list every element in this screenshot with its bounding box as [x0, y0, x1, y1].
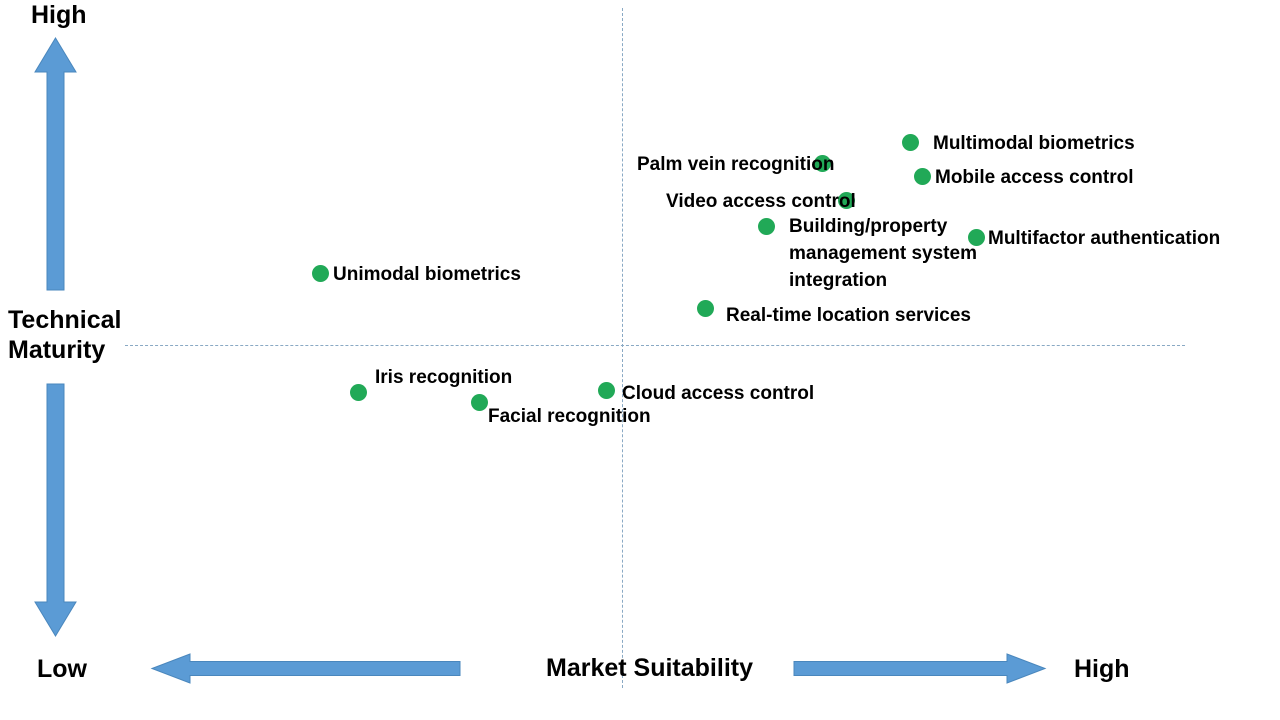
- data-point-label: Multimodal biometrics: [933, 133, 1135, 154]
- data-point-marker[interactable]: [902, 134, 919, 151]
- data-point-label: Multifactor authentication: [988, 228, 1221, 249]
- data-point-label: Unimodal biometrics: [333, 264, 521, 285]
- arrow-left-icon: [150, 652, 462, 685]
- data-point-label: Mobile access control: [935, 167, 1134, 188]
- data-point-label: Cloud access control: [622, 383, 815, 404]
- data-point-marker[interactable]: [758, 218, 775, 235]
- data-point-label: Iris recognition: [375, 367, 513, 388]
- data-point-marker[interactable]: [312, 265, 329, 282]
- data-point-marker[interactable]: [838, 192, 855, 209]
- arrow-right-icon: [792, 652, 1047, 685]
- vertical-quadrant-axis: [622, 8, 623, 688]
- arrow-down-icon: [33, 382, 78, 638]
- data-point-label: Real-time location services: [726, 305, 971, 326]
- arrow-up-icon: [33, 36, 78, 292]
- data-point-marker[interactable]: [968, 229, 985, 246]
- data-point-marker[interactable]: [914, 168, 931, 185]
- data-point-marker[interactable]: [471, 394, 488, 411]
- y-axis-low-label: Low: [37, 655, 87, 683]
- data-point-marker[interactable]: [598, 382, 615, 399]
- horizontal-quadrant-axis: [125, 345, 1185, 346]
- data-point-marker[interactable]: [697, 300, 714, 317]
- y-axis-title: Technical Maturity: [8, 306, 122, 364]
- x-axis-high-label: High: [1074, 655, 1130, 683]
- data-point-label: Facial recognition: [488, 406, 651, 427]
- data-point-marker[interactable]: [814, 155, 831, 172]
- data-point-label: Palm vein recognition: [637, 154, 835, 175]
- x-axis-title: Market Suitability: [546, 654, 753, 682]
- data-point-label: Building/property management system inte…: [789, 216, 977, 291]
- data-point-label: Video access control: [666, 191, 856, 212]
- data-point-marker[interactable]: [350, 384, 367, 401]
- y-axis-high-label: High: [31, 1, 87, 29]
